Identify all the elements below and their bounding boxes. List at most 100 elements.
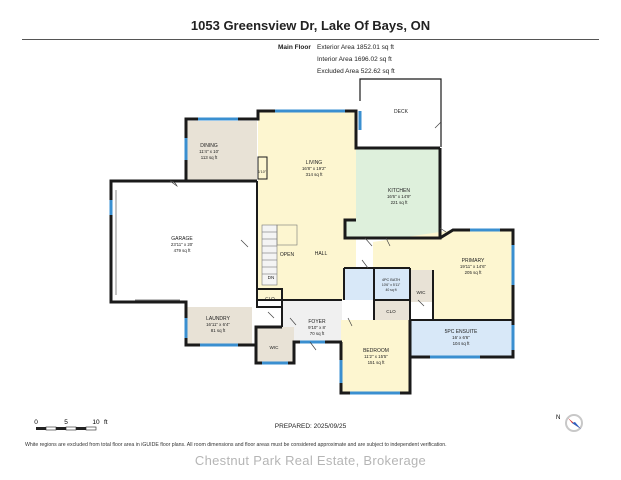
watermark: Chestnut Park Real Estate, Brokerage (194, 453, 427, 468)
floor-label: Main Floor (278, 44, 311, 51)
stairs-outline (261, 224, 278, 286)
exterior-area: Exterior Area 1852.01 sq ft (317, 44, 394, 51)
bath4-dims: 10'6" x 5'11" (382, 283, 401, 287)
wic-primary-fill (410, 270, 433, 302)
kitchen-area: 221 sq ft (391, 200, 409, 205)
primary-fill (373, 230, 513, 320)
title-divider (22, 39, 599, 40)
door-swing (385, 237, 391, 247)
bath4-area: 40 sq ft (385, 288, 396, 292)
stairs (261, 224, 298, 286)
primary-dims: 19'11" x 14'6" (460, 264, 487, 269)
scale-bar: 0 5 10 ft (34, 419, 108, 431)
scale-label-0: 0 (34, 419, 38, 426)
bedroom-fill (341, 320, 410, 392)
primary-label: PRIMARY (462, 258, 485, 264)
dining-fill (187, 121, 257, 181)
compass-icon: N (556, 414, 583, 432)
door-swing (347, 317, 353, 327)
door-swing (267, 311, 275, 319)
door-swing (364, 237, 373, 247)
door-swing (289, 317, 297, 326)
garage-dims: 23'11" x 20' (171, 242, 193, 247)
door-swing (417, 299, 425, 307)
living-fill (258, 111, 356, 300)
scale-segment (85, 426, 97, 431)
living-dims: 16'8" x 19'2" (302, 166, 327, 171)
living-label: LIVING (306, 160, 323, 166)
ensuite-label: 5PC ENSUITE (445, 329, 478, 335)
deck-outline (359, 78, 442, 147)
foyer-dims: 9'10" x 8' (308, 325, 326, 330)
kitchen-dims: 16'6" x 14'9" (387, 194, 412, 199)
bedroom-dims: 11'2" x 15'5" (364, 354, 388, 359)
door-swing (309, 341, 317, 351)
wic-laundry-label: WIC (270, 345, 280, 350)
garage-area: 479 sq ft (174, 248, 192, 253)
door-swing (240, 239, 249, 248)
foyer-label: FOYER (308, 319, 326, 325)
clo-laundry-outline (256, 288, 283, 308)
bath4-label: 4PC BATH (382, 278, 401, 282)
scale-segment (76, 427, 86, 430)
dining-label: DINING (200, 143, 218, 149)
laundry-area: 81 sq ft (211, 328, 226, 333)
windows (109, 109, 515, 395)
dining-living-wall (184, 109, 440, 181)
living-area: 314 sq ft (306, 172, 324, 177)
scale-segment (56, 427, 66, 430)
area-rows: Exterior Area 1852.01 sq ft Interior Are… (317, 42, 395, 78)
kitchen-east-wall (343, 148, 442, 240)
disclaimer: White regions are excluded from total fl… (25, 442, 447, 448)
ensuite-area: 104 sq ft (453, 341, 471, 346)
bath-small-fill (344, 268, 374, 300)
small-closet-label: 1'10" (258, 170, 267, 174)
open-label: OPEN (280, 252, 295, 258)
dining-area: 113 sq ft (201, 155, 218, 160)
scale-segment (36, 427, 46, 430)
interior-area: Interior Area 1696.02 sq ft (317, 56, 392, 63)
primary-area: 205 sq ft (465, 270, 483, 275)
laundry-label: LAUNDRY (206, 316, 230, 322)
door-swing (361, 259, 369, 269)
dining-dims: 11'4" x 10' (199, 149, 219, 154)
foyer-area: 70 sq ft (310, 331, 325, 336)
wic-laundry-fill (256, 327, 294, 363)
bedroom-area: 151 sq ft (368, 360, 386, 365)
garage-outline (109, 179, 188, 309)
laundry-fill (186, 307, 252, 345)
excluded-area: Excluded Area 522.62 sq ft (317, 68, 395, 75)
ensuite-fill (410, 320, 513, 356)
room-labels: DECK DINING 11'4" x 10' 113 sq ft LIVING… (171, 109, 487, 365)
garage-door (115, 190, 180, 301)
garage-fill (111, 183, 257, 301)
bath4-fill (374, 268, 410, 300)
clo-bed-fill (374, 300, 410, 320)
deck-fill (360, 79, 441, 147)
stair-landing (276, 224, 298, 246)
clo-laundry-label: CLO (265, 296, 275, 301)
deck-label: DECK (394, 109, 409, 115)
scale-unit: ft (104, 419, 108, 426)
scale-label-5: 5 (64, 419, 68, 426)
kitchen-label: KITCHEN (388, 188, 410, 194)
dn-label: DN (268, 275, 275, 280)
small-closet-outline (257, 156, 268, 180)
compass-ring (565, 414, 583, 432)
door-swing (434, 121, 442, 129)
compass-north-label: N (556, 415, 560, 421)
wic-primary-label: WIC (417, 290, 427, 295)
prepared-date: PREPARED: 2025/09/25 (274, 423, 347, 430)
door-swing (439, 227, 447, 233)
scale-label-10: 10 (92, 419, 100, 426)
bedroom-label: BEDROOM (363, 348, 389, 354)
room-fills (111, 79, 513, 392)
door-swing (169, 180, 178, 187)
hall-label: HALL (315, 251, 328, 257)
ensuite-dims: 16' x 6'6" (452, 335, 470, 340)
kitchen-fill (345, 148, 440, 238)
garage-label: GARAGE (171, 236, 193, 242)
doors (169, 121, 447, 351)
clo-bed-label: CLO (386, 309, 396, 314)
